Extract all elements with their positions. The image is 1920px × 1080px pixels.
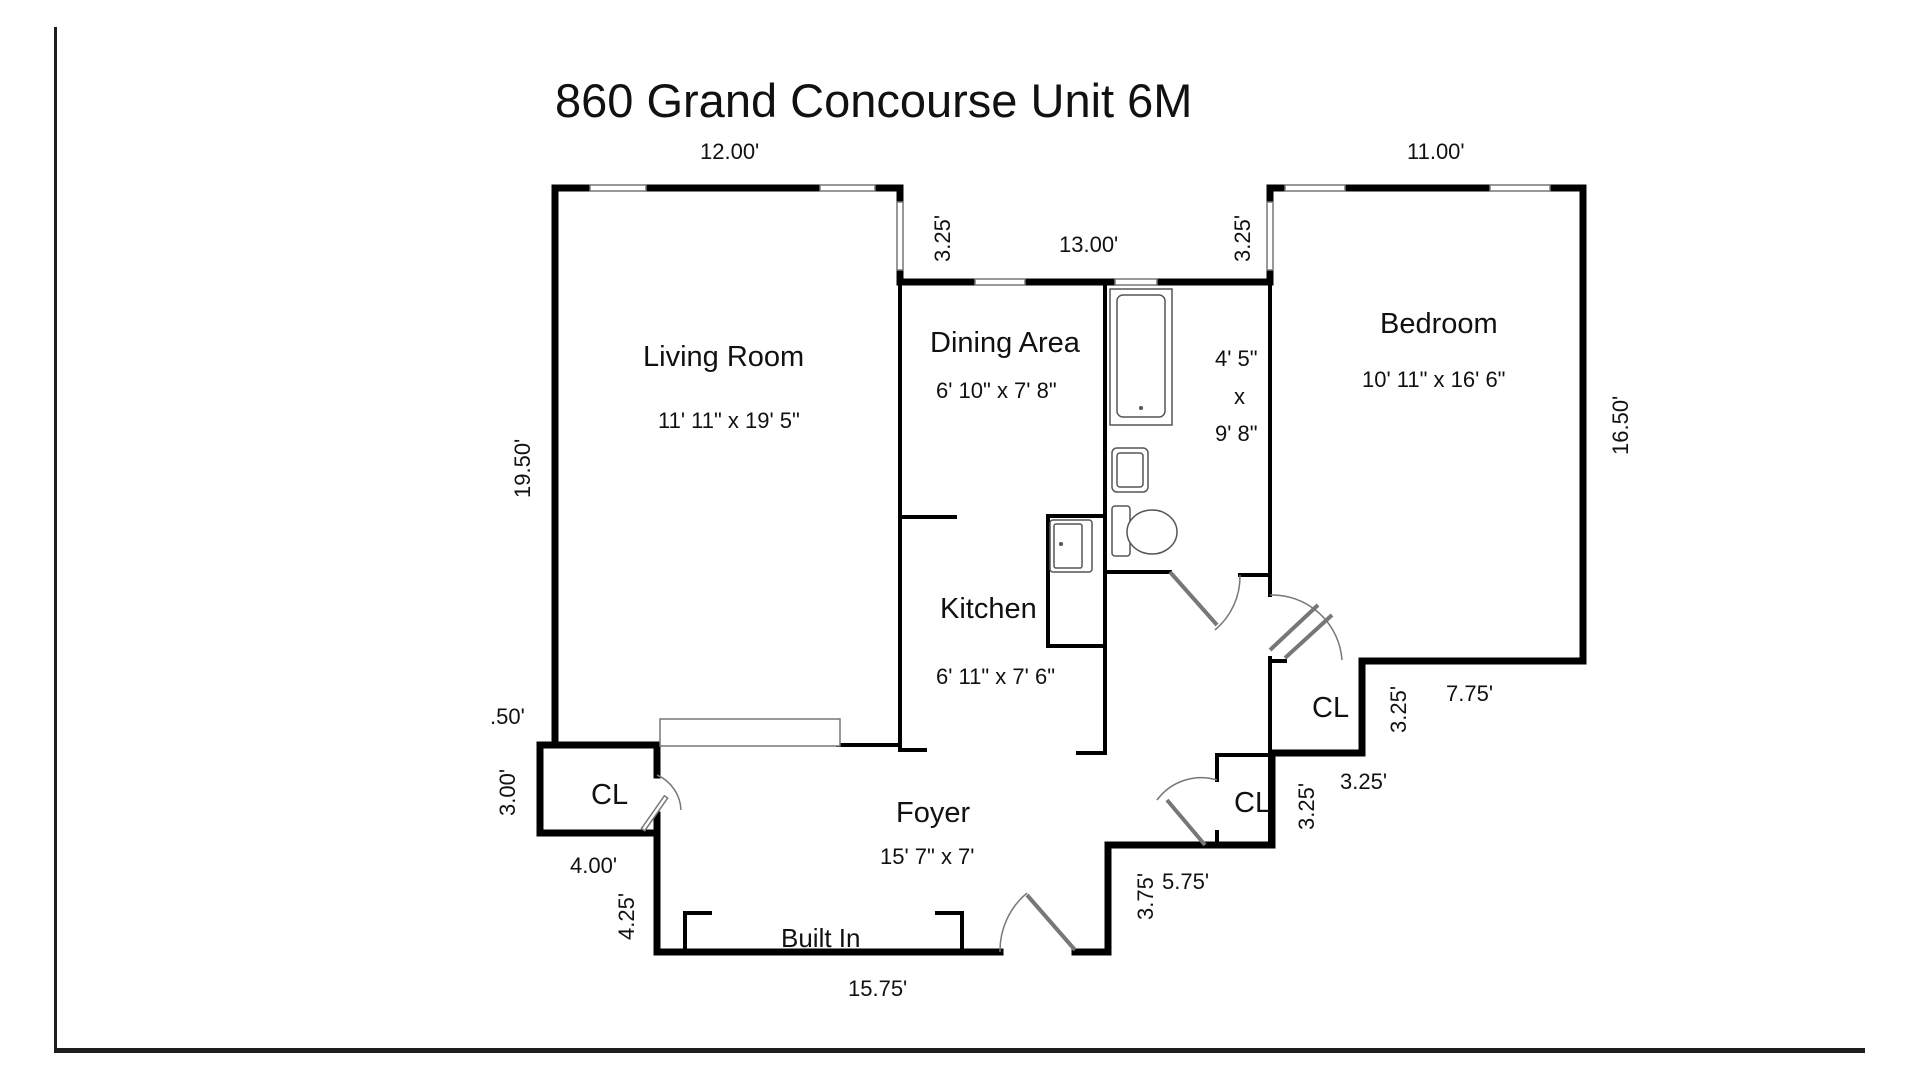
foyer-size: 15' 7" x 7' xyxy=(880,844,975,869)
measure-right-notch: 3.25' xyxy=(1230,215,1255,262)
bath-x: x xyxy=(1234,384,1245,409)
living-room-opening xyxy=(659,718,841,747)
measure-foyer-left: 4.25' xyxy=(614,893,639,940)
kitchen-size: 6' 11" x 7' 6" xyxy=(936,664,1055,689)
closet-right-lower-label: CL xyxy=(1234,787,1271,819)
bath-height: 9' 8" xyxy=(1215,421,1258,446)
frame-bottom-border xyxy=(54,1048,1865,1053)
bedroom-size: 10' 11" x 16' 6" xyxy=(1362,367,1505,392)
measure-small-left: .50' xyxy=(490,704,525,729)
measure-step-lower-h: 3.25' xyxy=(1340,769,1387,794)
built-in-label: Built In xyxy=(781,923,861,953)
measure-closet-left-h: 3.00' xyxy=(495,769,520,816)
dining-area-size: 6' 10" x 7' 8" xyxy=(936,378,1057,403)
frame-left-border xyxy=(54,27,57,1053)
bathroom-sink-icon xyxy=(1111,447,1149,493)
dining-area-label: Dining Area xyxy=(930,327,1081,359)
measure-bedroom-top: 11.00' xyxy=(1407,139,1465,164)
doors xyxy=(640,570,1343,953)
measure-bedroom-right: 16.50' xyxy=(1608,396,1633,455)
measure-bedroom-bottom: 7.75' xyxy=(1446,681,1493,706)
measure-step-lower-v: 3.25' xyxy=(1294,783,1319,830)
interior-walls xyxy=(836,280,1287,847)
closet-right-upper-label: CL xyxy=(1312,692,1349,724)
measure-foyer-bottom: 15.75' xyxy=(848,976,907,1001)
toilet-icon xyxy=(1111,505,1178,557)
built-in-cabinet xyxy=(683,911,964,954)
bedroom-label: Bedroom xyxy=(1380,308,1498,340)
plan-title: 860 Grand Concourse Unit 6M xyxy=(555,74,1192,127)
measurements: 12.00' 11.00' 13.00' 3.25' 3.25' 19.50' … xyxy=(490,139,1633,1001)
bathtub-icon xyxy=(1109,288,1173,426)
exterior-walls xyxy=(536,184,1587,956)
room-labels: Living Room 11' 11" x 19' 5" Dining Area… xyxy=(591,308,1505,953)
measure-living-top: 12.00' xyxy=(700,139,759,164)
living-room-size: 11' 11" x 19' 5" xyxy=(658,408,800,433)
measure-step-upper-v: 3.25' xyxy=(1386,686,1411,733)
foyer-label: Foyer xyxy=(896,797,970,829)
bath-width: 4' 5" xyxy=(1215,346,1258,371)
measure-left-notch: 3.25' xyxy=(930,215,955,262)
measure-center-top: 13.00' xyxy=(1059,232,1118,257)
closet-left-label: CL xyxy=(591,779,628,811)
measure-foyer-right-v: 3.75' xyxy=(1133,873,1158,920)
measure-living-left: 19.50' xyxy=(510,439,535,498)
windows xyxy=(589,184,1551,286)
kitchen-sink-icon xyxy=(1049,519,1093,573)
measure-closet-left-w: 4.00' xyxy=(570,853,617,878)
kitchen-label: Kitchen xyxy=(940,593,1037,625)
measure-foyer-right-h: 5.75' xyxy=(1162,869,1209,894)
living-room-label: Living Room xyxy=(643,341,804,373)
